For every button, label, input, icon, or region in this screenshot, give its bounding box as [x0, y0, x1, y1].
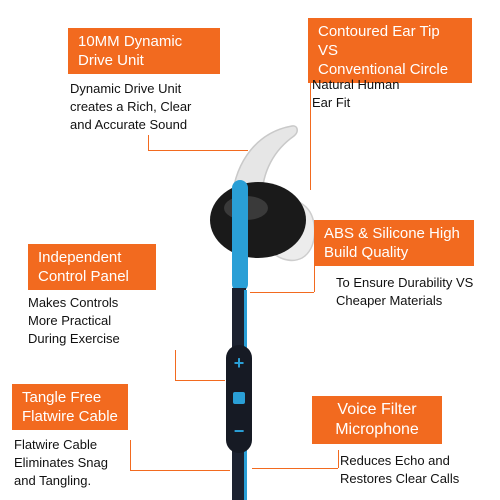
flatwire-badge: Tangle Free Flatwire Cable [12, 384, 128, 430]
control-panel-title-line1: Independent [38, 249, 122, 266]
control-panel-desc-line3: During Exercise [28, 331, 120, 346]
ear-fin [231, 125, 298, 199]
microphone-desc-line2: Restores Clear Calls [340, 471, 460, 486]
control-panel-desc-line2: More Practical [28, 313, 112, 328]
drive-unit-title-line2: Drive Unit [78, 52, 144, 69]
drive-unit-badge: 10MM Dynamic Drive Unit [68, 28, 220, 74]
ear-tip-leader-v [310, 70, 311, 190]
drive-unit-description: Dynamic Drive Unit creates a Rich, Clear… [70, 80, 191, 134]
ear-tip-description: Natural Human Ear Fit [312, 76, 399, 112]
drive-unit-desc-line3: and Accurate Sound [70, 117, 188, 132]
drive-unit-title-line1: 10MM Dynamic [78, 33, 183, 50]
microphone-description: Reduces Echo and Restores Clear Calls [340, 452, 459, 488]
ear-tip-title-line2: Conventional Circle [318, 61, 449, 78]
build-quality-leader-v [314, 262, 315, 292]
flatwire-title-line1: Tangle Free [22, 389, 102, 406]
build-quality-description: To Ensure Durability VS Cheaper Material… [336, 274, 473, 310]
ear-tip-badge: Contoured Ear Tip VS Conventional Circle [308, 18, 472, 83]
flatwire-description: Flatwire Cable Eliminates Snag and Tangl… [14, 436, 108, 490]
blue-stem [232, 180, 248, 292]
ear-tip-desc-line1: Natural Human [312, 77, 400, 92]
build-quality-desc-line1: To Ensure Durability VS [336, 275, 474, 290]
drive-unit-desc-line1: Dynamic Drive Unit [70, 81, 182, 96]
remote-plus-icon[interactable]: + [233, 353, 245, 373]
flatwire-leader-v [130, 440, 131, 470]
ear-tip-desc-line2: Ear Fit [312, 95, 351, 110]
microphone-leader-v [338, 450, 339, 468]
remote-minus-icon[interactable]: − [233, 421, 245, 441]
build-quality-desc-line2: Cheaper Materials [336, 293, 443, 308]
flatwire-desc-line2: Eliminates Snag [14, 455, 108, 470]
control-panel-leader-h [175, 380, 225, 381]
ear-tip-title-line1: Contoured Ear Tip VS [318, 23, 440, 59]
flatwire-leader-h [130, 470, 230, 471]
microphone-title-line1: Voice Filter [337, 401, 417, 418]
control-panel-desc-line1: Makes Controls [28, 295, 119, 310]
driver-housing [210, 182, 306, 258]
control-panel-leader-v [175, 350, 176, 380]
microphone-leader-h [252, 468, 338, 469]
control-panel-title-line2: Control Panel [38, 268, 129, 285]
microphone-desc-line1: Reduces Echo and [340, 453, 450, 468]
drive-unit-leader-v [148, 135, 149, 150]
flatwire-desc-line3: and Tangling. [14, 473, 92, 488]
control-panel-description: Makes Controls More Practical During Exe… [28, 294, 120, 348]
remote-middle-button [233, 392, 245, 404]
flatwire-title-line2: Flatwire Cable [22, 408, 118, 425]
flatwire-desc-line1: Flatwire Cable [14, 437, 98, 452]
microphone-title-line2: Microphone [335, 421, 419, 438]
build-quality-badge: ABS & Silicone High Build Quality [314, 220, 474, 266]
build-quality-title-line1: ABS & Silicone High [324, 225, 460, 242]
drive-unit-leader-h [148, 150, 248, 151]
microphone-badge: Voice Filter Microphone [312, 396, 442, 444]
build-quality-title-line2: Build Quality [324, 244, 409, 261]
control-panel-badge: Independent Control Panel [28, 244, 156, 290]
build-quality-leader-h [250, 292, 314, 293]
drive-unit-desc-line2: creates a Rich, Clear [70, 99, 192, 114]
